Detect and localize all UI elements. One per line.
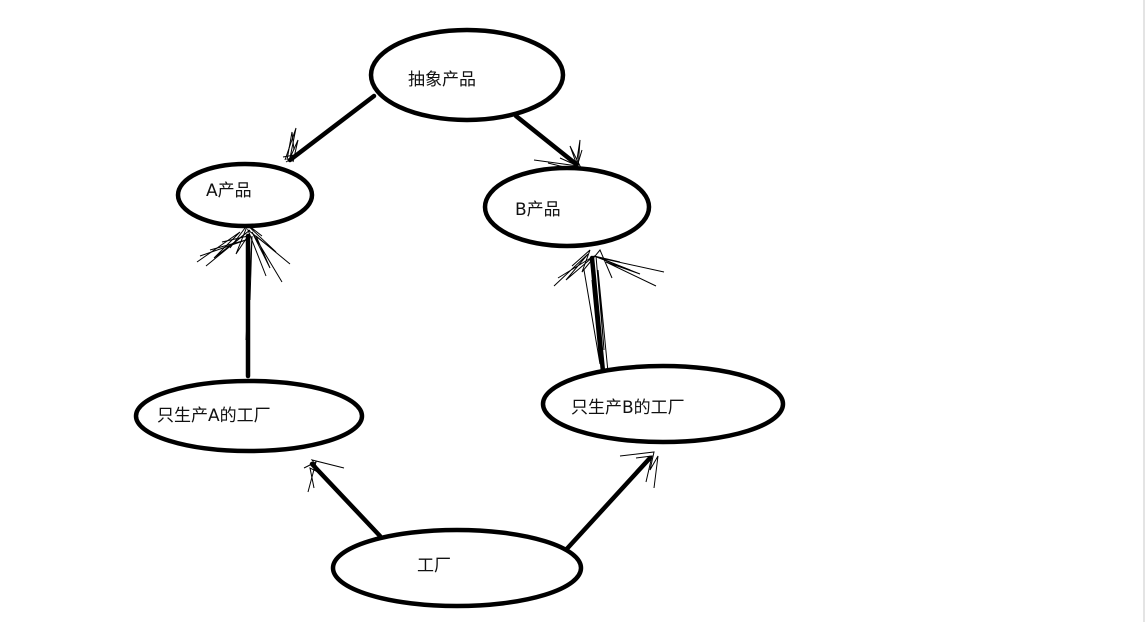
edge-abstract-to-a	[282, 93, 377, 163]
node-factory-a: 只生产A的工厂	[133, 378, 365, 454]
node-label: A产品	[206, 181, 252, 201]
arrowhead-scribble	[553, 249, 665, 373]
edge-factory-b-to-product-b	[553, 249, 665, 385]
node-product-a: A产品	[175, 161, 315, 229]
arrowhead-scribble	[533, 139, 583, 171]
arrowhead-scribble	[303, 459, 345, 493]
edge-factory-to-factory-a	[303, 459, 383, 539]
node-label: 工厂	[417, 556, 451, 576]
arrowhead-scribble	[196, 221, 291, 341]
node-factory: 工厂	[330, 527, 584, 609]
node-abstract-product: 抽象产品	[368, 27, 566, 123]
node-factory-b: 只生产B的工厂	[540, 363, 786, 445]
edge-factory-a-to-product-a	[196, 221, 291, 379]
arrowhead-scribble	[619, 451, 659, 489]
edge-factory-to-factory-b	[561, 451, 659, 555]
node-label: 只生产B的工厂	[571, 398, 685, 418]
node-label: 抽象产品	[408, 70, 476, 90]
node-label: 只生产A的工厂	[157, 406, 271, 426]
node-product-b: B产品	[482, 165, 652, 249]
node-label: B产品	[515, 200, 561, 220]
edge-abstract-to-b	[513, 113, 583, 171]
arrowhead-scribble	[282, 127, 301, 163]
